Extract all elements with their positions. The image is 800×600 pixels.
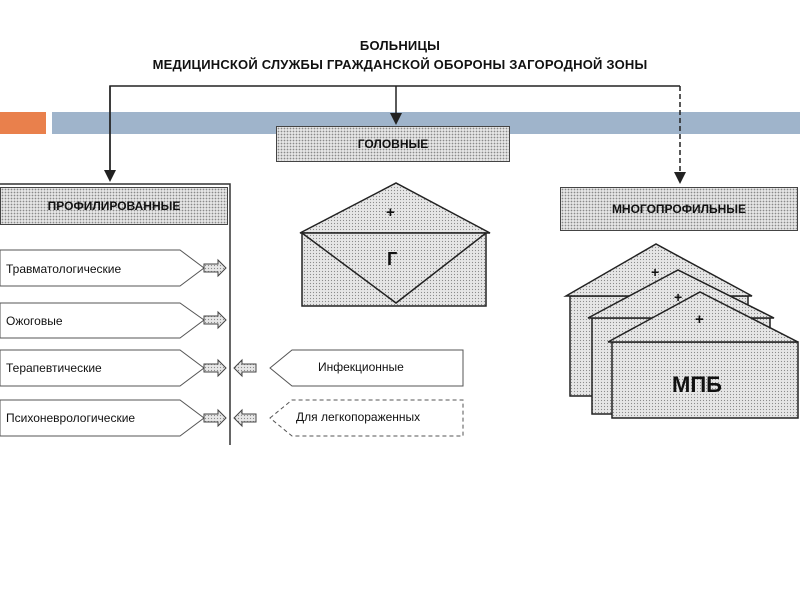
profiled-callouts bbox=[0, 249, 205, 437]
category-multi-label: МНОГОПРОФИЛЬНЫЕ bbox=[611, 202, 747, 216]
profiled-item-trauma: Травматологические bbox=[6, 262, 122, 276]
category-profiled-box: ПРОФИЛИРОВАННЫЕ bbox=[0, 187, 228, 225]
multi-building-front bbox=[607, 291, 799, 419]
category-head-box: ГОЛОВНЫЕ bbox=[276, 126, 510, 162]
multi-buildings bbox=[563, 243, 799, 419]
accent-bar-orange bbox=[0, 112, 46, 134]
external-item-infectious: Инфекционные bbox=[318, 360, 404, 374]
profiled-item-burns: Ожоговые bbox=[6, 314, 63, 328]
accent-bar-blue bbox=[52, 112, 800, 134]
external-callouts bbox=[269, 349, 464, 437]
multi-building-front-plus: + bbox=[695, 311, 704, 328]
category-head-label: ГОЛОВНЫЕ bbox=[357, 137, 429, 151]
multi-building-middle-plus: + bbox=[674, 289, 683, 305]
diagram-subtitle: МЕДИЦИНСКОЙ СЛУЖБЫ ГРАЖДАНСКОЙ ОБОРОНЫ З… bbox=[152, 57, 648, 72]
head-building-letter: Г bbox=[387, 249, 398, 269]
multi-building-label: МПБ bbox=[672, 372, 722, 397]
head-building bbox=[299, 182, 491, 307]
head-building-plus: + bbox=[386, 204, 395, 221]
connector-lines bbox=[104, 85, 686, 184]
multi-building-back-plus: + bbox=[651, 264, 660, 280]
profiled-item-therapy: Терапевтические bbox=[6, 361, 102, 375]
small-arrows bbox=[203, 258, 257, 428]
profiled-item-psycho: Психоневрологические bbox=[6, 411, 136, 425]
external-item-light: Для легкопораженных bbox=[296, 410, 421, 424]
category-multi-box: МНОГОПРОФИЛЬНЫЕ bbox=[560, 187, 798, 231]
category-profiled-label: ПРОФИЛИРОВАННЫЕ bbox=[47, 199, 181, 213]
diagram-title: БОЛЬНИЦЫ bbox=[359, 38, 441, 53]
profiled-frame bbox=[0, 183, 231, 445]
